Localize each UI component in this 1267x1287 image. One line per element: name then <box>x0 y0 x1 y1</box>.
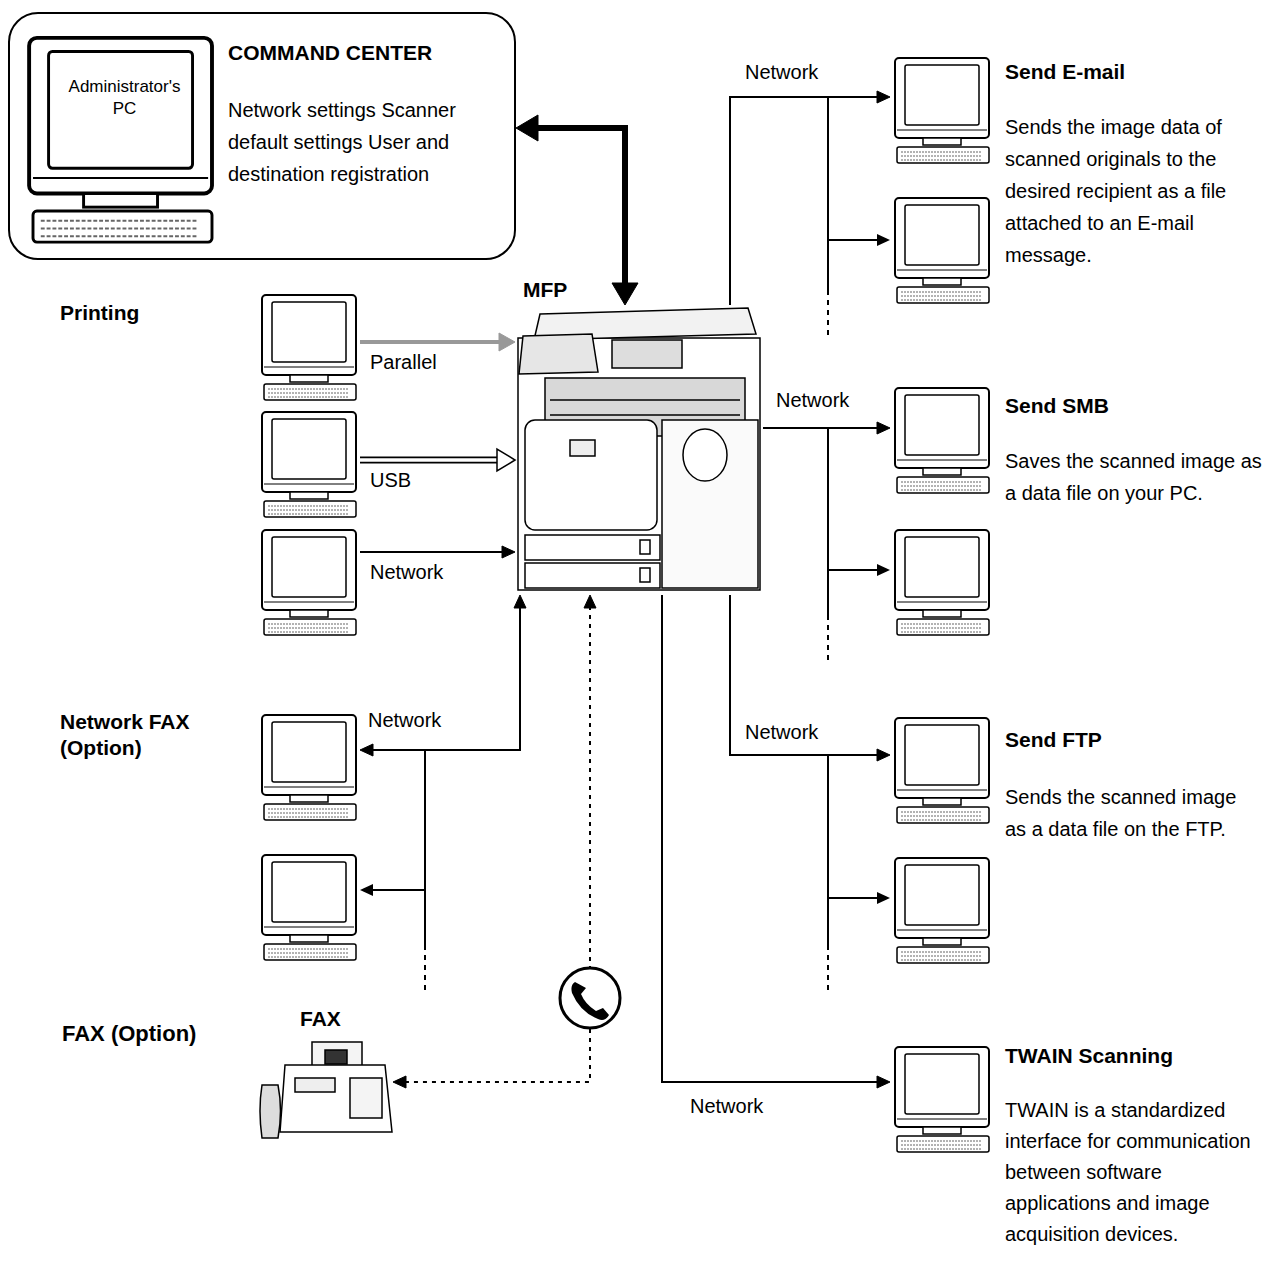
connector-label: USB <box>368 468 413 492</box>
arrowhead <box>502 546 515 558</box>
node-heading: TWAIN Scanning <box>1005 1043 1260 1069</box>
arrowhead <box>497 449 515 471</box>
fax-machine <box>260 1042 392 1138</box>
fax-machine: FAX <box>258 1040 393 1140</box>
arrowhead <box>877 1076 890 1088</box>
mfp-illustration <box>518 308 760 590</box>
connector <box>516 115 638 305</box>
connector-label: Network <box>366 708 443 732</box>
node-body: TWAIN is a standardized interface for co… <box>1005 1095 1262 1250</box>
node-body: Sends the scanned image as a data file o… <box>1005 781 1262 845</box>
node-body: Network settings Scanner default setting… <box>228 94 512 190</box>
arrowhead <box>877 749 890 761</box>
arrowhead <box>514 595 526 608</box>
node-heading: COMMAND CENTER <box>228 40 510 66</box>
node-heading: Send E-mail <box>1005 59 1260 85</box>
network-fax-group: Network FAX (Option) <box>60 705 360 965</box>
node-heading: Send SMB <box>1005 393 1260 419</box>
connector <box>730 595 890 761</box>
node-heading: MFP <box>523 277 603 303</box>
connector <box>360 333 515 351</box>
node-heading: Administrator's PC <box>57 76 192 120</box>
connector <box>730 91 890 305</box>
connector-line <box>535 128 625 286</box>
arrowhead <box>877 422 890 434</box>
send-ftp-group: Send FTP Sends the scanned image as a dat… <box>890 715 1262 970</box>
connector-label: Network <box>368 560 445 584</box>
send-email-group: Send E-mailSends the image data of scann… <box>890 55 1262 310</box>
connector-line <box>360 340 501 344</box>
arrowhead <box>360 744 373 756</box>
node-body: Sends the image data of scanned original… <box>1005 111 1262 271</box>
node-body: Saves the scanned image as a data file o… <box>1005 445 1262 509</box>
section-label: FAX (Option) <box>62 1020 196 1048</box>
arrowhead <box>612 283 638 305</box>
node-heading: Send FTP <box>1005 727 1260 753</box>
connector-label: Network <box>774 388 851 412</box>
command-center-box: COMMAND CENTER Network settings Scanner d… <box>8 12 516 260</box>
arrowhead <box>393 1076 406 1088</box>
connector-line <box>360 457 500 464</box>
admin-pc: Administrator's PC <box>27 36 222 250</box>
connector-line <box>763 427 879 429</box>
connector-label: Parallel <box>368 350 439 374</box>
node-heading: Printing <box>60 300 240 326</box>
phone-symbol <box>560 968 620 1028</box>
connector-line <box>360 458 500 462</box>
arrowhead <box>877 91 890 103</box>
arrowhead <box>499 333 515 351</box>
branch-lines <box>370 97 880 995</box>
connector <box>360 546 515 558</box>
connector-line <box>730 595 879 755</box>
printing-group: Printing <box>60 290 360 640</box>
connector-label: Network <box>743 60 820 84</box>
connector-line <box>662 595 879 1082</box>
connector-label: Network <box>743 720 820 744</box>
connector-line <box>360 551 504 553</box>
mfp-device: MFP <box>515 305 763 595</box>
connector-line <box>730 97 879 305</box>
connector <box>662 595 890 1088</box>
computer-icons <box>29 38 989 1152</box>
connector <box>360 595 526 756</box>
node-heading: FAX <box>300 1006 360 1032</box>
twain-scanning-group: TWAIN ScanningTWAIN is a standardized in… <box>890 1043 1262 1283</box>
send-smb-group: Send SMB Saves the scanned image as a dat… <box>890 385 1262 640</box>
node-heading: Network FAX (Option) <box>60 709 230 761</box>
arrowhead <box>584 595 596 608</box>
connector <box>763 422 890 434</box>
branch-arrowheads <box>360 234 890 904</box>
connector-label: Network <box>688 1094 765 1118</box>
arrowhead <box>516 115 538 141</box>
